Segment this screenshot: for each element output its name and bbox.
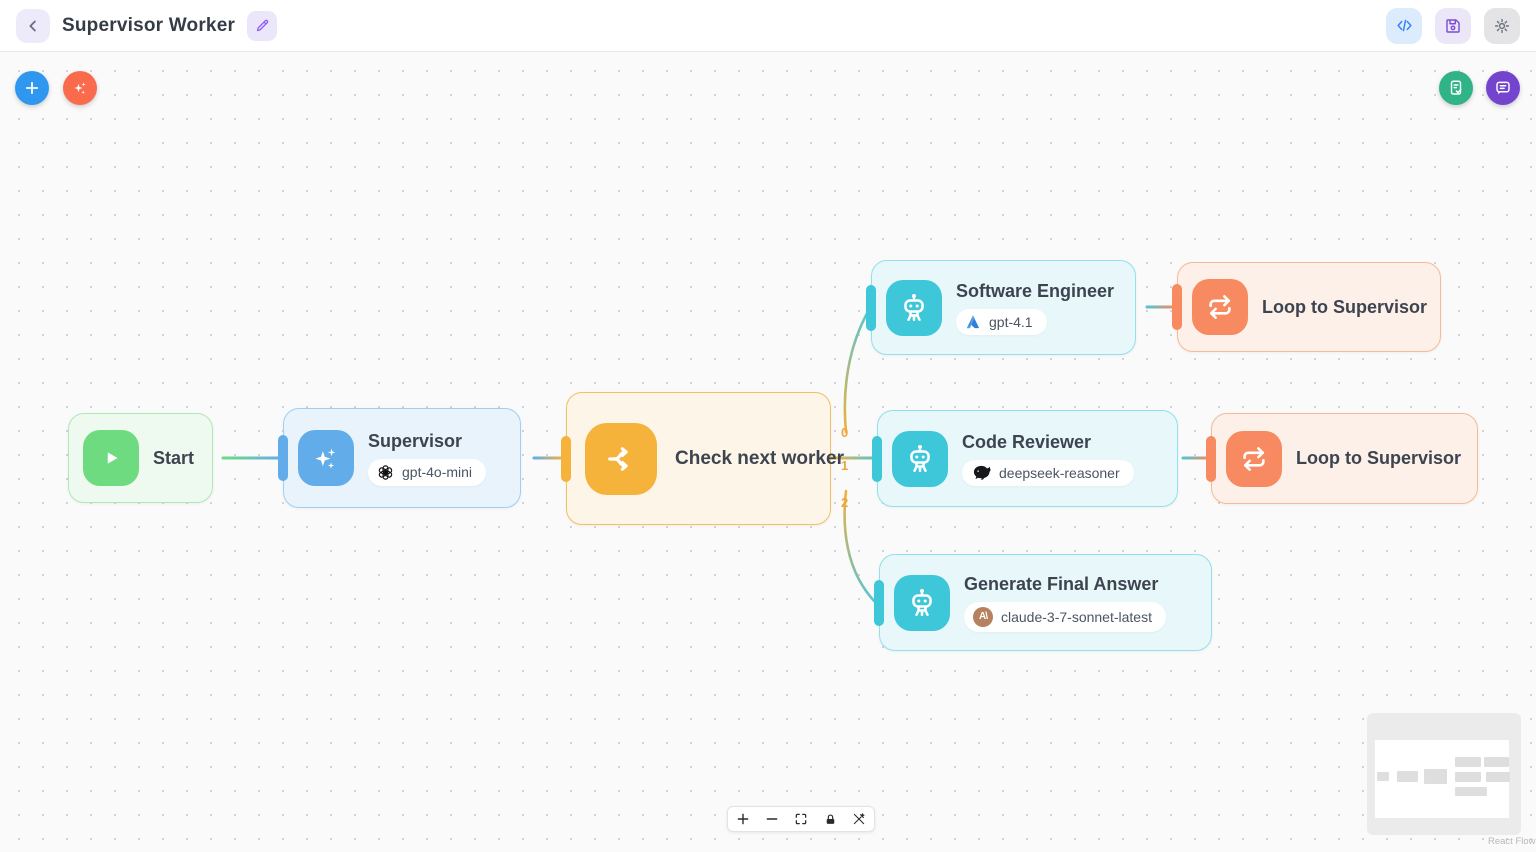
- lock-button[interactable]: [822, 811, 838, 827]
- view-code-button[interactable]: [1386, 7, 1422, 44]
- flow-canvas[interactable]: 0 1 2 Start: [0, 52, 1536, 852]
- edge-check-software-engineer[interactable]: [843, 306, 872, 434]
- minimap-node-check-next-worker: [1424, 769, 1447, 784]
- edit-title-button[interactable]: [247, 10, 278, 41]
- target-handle[interactable]: [872, 435, 882, 482]
- model-pill: gpt-4.1: [956, 308, 1047, 335]
- target-handle[interactable]: [874, 579, 884, 626]
- branch-icon: [585, 422, 657, 495]
- loop-icon: [1192, 279, 1248, 335]
- robot-icon: [892, 430, 948, 487]
- target-handle[interactable]: [1172, 284, 1182, 330]
- robot-icon: [886, 279, 942, 336]
- back-button[interactable]: [16, 8, 50, 43]
- react-flow-attribution: React Flow: [1488, 836, 1536, 847]
- fit-view-icon: [795, 813, 807, 825]
- model-pill: A\ claude-3-7-sonnet-latest: [964, 601, 1166, 632]
- node-loop-to-supervisor-top[interactable]: Loop to Supervisor: [1172, 262, 1441, 352]
- zoom-out-button[interactable]: [764, 811, 780, 827]
- page-title: Supervisor Worker: [62, 14, 236, 36]
- node-title: Check next worker: [675, 447, 844, 469]
- model-name: gpt-4.1: [989, 313, 1033, 330]
- save-icon: [1446, 18, 1460, 33]
- plus-icon: [737, 813, 749, 825]
- minus-icon: [766, 818, 778, 820]
- anthropic-icon: A\: [973, 606, 993, 627]
- loop-icon: [1226, 430, 1282, 487]
- minimap-node-loop-bottom: [1486, 772, 1510, 782]
- play-icon: [83, 430, 139, 486]
- node-title: Generate Final Answer: [964, 573, 1159, 594]
- azure-icon: [966, 314, 980, 328]
- canvas-controls: [727, 806, 875, 832]
- minimap-node-supervisor: [1397, 771, 1418, 782]
- target-handle[interactable]: [1206, 435, 1216, 482]
- fit-view-button[interactable]: [793, 811, 809, 827]
- document-check-icon: [1450, 80, 1462, 95]
- node-supervisor[interactable]: Supervisor gpt-4o-mini: [278, 408, 521, 508]
- chat-button[interactable]: [1486, 71, 1520, 105]
- minimap-node-start: [1377, 772, 1389, 781]
- edge-label-1: 1: [841, 458, 849, 473]
- model-pill: gpt-4o-mini: [368, 458, 487, 486]
- node-start[interactable]: Start: [68, 413, 213, 503]
- deepseek-icon: [973, 465, 991, 480]
- node-title: Code Reviewer: [962, 431, 1092, 452]
- node-code-reviewer[interactable]: Code Reviewer deepseek-reasoner: [872, 410, 1178, 507]
- lock-icon: [826, 813, 834, 824]
- node-generate-final-answer[interactable]: Generate Final Answer A\ claude-3-7-sonn…: [874, 554, 1212, 651]
- openai-icon: [378, 464, 393, 480]
- node-title: Software Engineer: [956, 280, 1115, 301]
- chevron-left-icon: [29, 20, 36, 31]
- top-bar-actions: [1386, 7, 1520, 44]
- sparkles-icon: [74, 82, 86, 95]
- minimap-node-code-reviewer: [1455, 772, 1481, 782]
- model-name: claude-3-7-sonnet-latest: [1001, 608, 1152, 625]
- auto-layout-icon: [853, 813, 865, 825]
- save-button[interactable]: [1435, 7, 1471, 44]
- auto-layout-button[interactable]: [851, 811, 867, 827]
- add-node-button[interactable]: [15, 71, 49, 105]
- edge-label-2: 2: [841, 495, 849, 510]
- minimap-node-generate-final-answer: [1455, 787, 1487, 796]
- minimap-node-software-engineer: [1455, 757, 1481, 767]
- model-pill: deepseek-reasoner: [962, 459, 1134, 486]
- top-bar: Supervisor Worker: [0, 0, 1536, 52]
- sparkles-icon: [298, 430, 354, 486]
- notes-button[interactable]: [1439, 71, 1473, 105]
- node-software-engineer[interactable]: Software Engineer gpt-4.1: [866, 260, 1136, 355]
- pencil-icon: [256, 19, 268, 32]
- code-icon: [1396, 19, 1412, 32]
- target-handle[interactable]: [561, 435, 571, 482]
- edge-label-0: 0: [841, 425, 849, 440]
- node-check-next-worker[interactable]: Check next worker: [561, 392, 844, 525]
- edge-layer: [221, 305, 1212, 605]
- plus-icon: [25, 81, 39, 95]
- robot-icon: [894, 574, 950, 631]
- minimap[interactable]: [1367, 713, 1521, 835]
- chat-icon: [1496, 81, 1510, 95]
- settings-button[interactable]: [1484, 7, 1520, 44]
- node-title: Supervisor: [368, 430, 463, 451]
- node-loop-to-supervisor-bottom[interactable]: Loop to Supervisor: [1206, 413, 1478, 504]
- ai-assist-button[interactable]: [63, 71, 97, 105]
- minimap-node-loop-top: [1484, 757, 1509, 767]
- model-name: gpt-4o-mini: [402, 464, 473, 480]
- model-name: deepseek-reasoner: [999, 464, 1120, 481]
- node-title: Loop to Supervisor: [1262, 296, 1428, 317]
- zoom-in-button[interactable]: [735, 811, 751, 827]
- target-handle[interactable]: [866, 284, 876, 331]
- edge-check-generate-final-answer[interactable]: [843, 489, 878, 605]
- node-title: Loop to Supervisor: [1296, 448, 1462, 468]
- node-title: Start: [153, 447, 195, 468]
- target-handle[interactable]: [278, 435, 288, 481]
- gear-icon: [1494, 18, 1510, 33]
